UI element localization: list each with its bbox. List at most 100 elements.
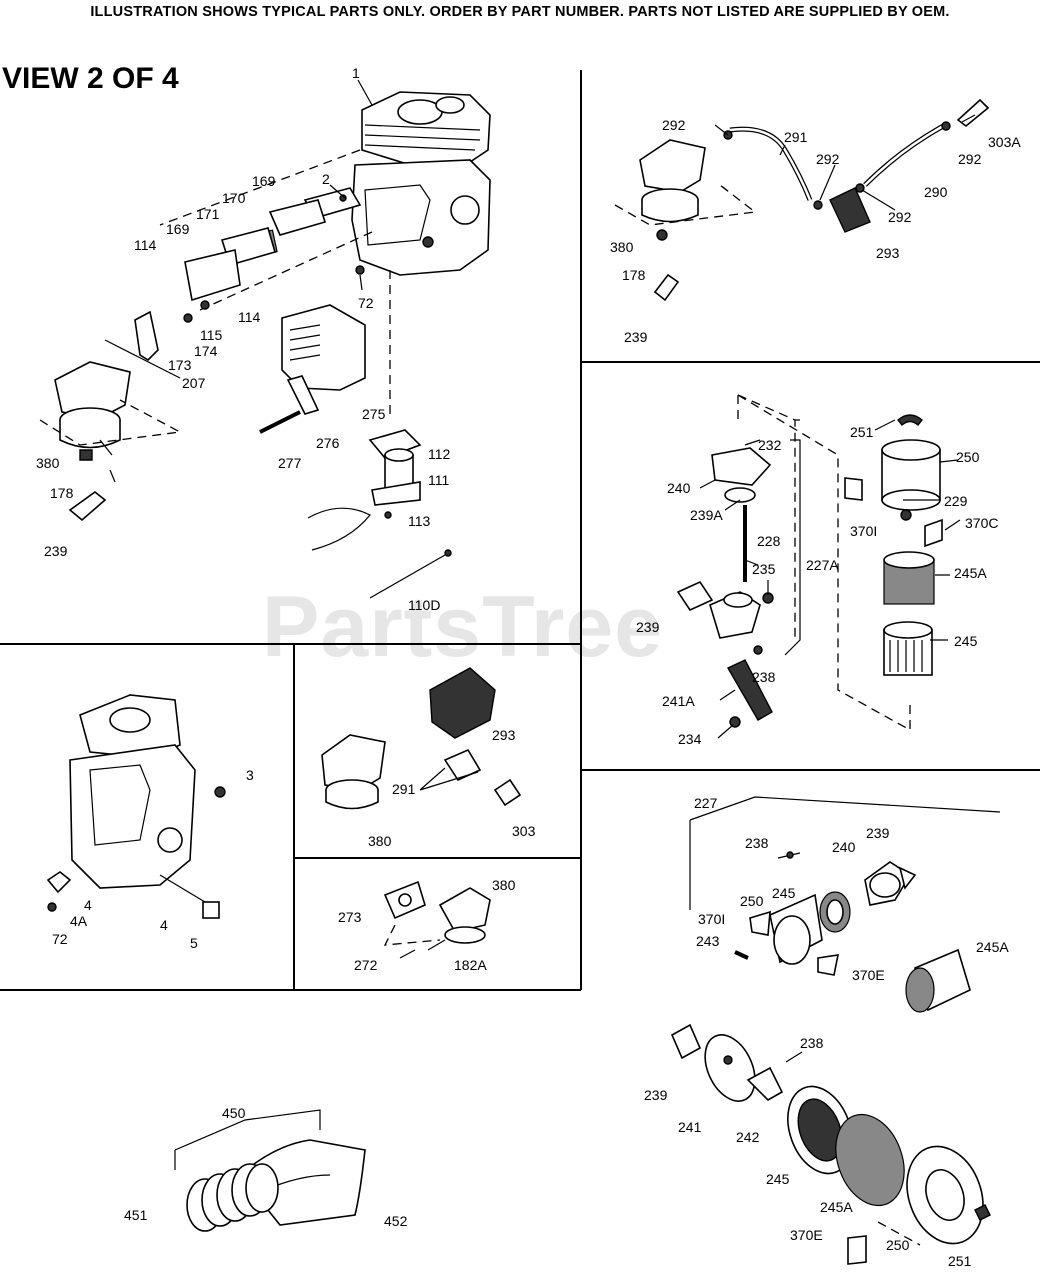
label-292-c: 292: [958, 151, 982, 167]
label-451: 451: [124, 1207, 148, 1223]
label-170: 170: [222, 190, 246, 206]
label-250: 250: [740, 893, 764, 909]
air-cleaner-vertical-drawing: [676, 394, 943, 732]
label-245: 245: [766, 1171, 790, 1187]
air-cleaner-side-drawing: [689, 796, 1001, 1013]
label-178: 178: [622, 267, 646, 283]
label-251: 251: [948, 1253, 972, 1269]
label-207: 207: [182, 375, 206, 391]
label-370i: 370I: [850, 523, 878, 539]
label-171: 171: [196, 206, 220, 222]
label-245: 245: [954, 633, 978, 649]
boot-drawing: [174, 1109, 366, 1232]
label-227: 227: [694, 795, 718, 811]
label-229: 229: [944, 493, 968, 509]
label-380: 380: [610, 239, 634, 255]
label-370e: 370E: [852, 967, 885, 983]
label-2: 2: [322, 171, 330, 187]
label-238: 238: [800, 1035, 824, 1051]
label-239: 239: [624, 329, 648, 345]
label-452: 452: [384, 1213, 408, 1229]
label-72: 72: [52, 931, 68, 947]
label-272: 272: [354, 957, 378, 973]
header-note: ILLUSTRATION SHOWS TYPICAL PARTS ONLY. O…: [90, 4, 950, 20]
label-273: 273: [338, 909, 362, 925]
label-370i: 370I: [698, 911, 726, 927]
label-241a: 241A: [662, 693, 695, 709]
label-243: 243: [696, 933, 720, 949]
label-370c: 370C: [965, 515, 999, 531]
label-241: 241: [678, 1119, 702, 1135]
label-239: 239: [636, 619, 660, 635]
label-276: 276: [316, 435, 340, 451]
label-113: 113: [408, 513, 431, 529]
label-239: 239: [44, 543, 68, 559]
label-238: 238: [745, 835, 769, 851]
label-232: 232: [758, 437, 782, 453]
leader-lines: [99, 79, 976, 739]
label-242: 242: [736, 1129, 760, 1145]
label-277: 277: [278, 455, 302, 471]
label-72: 72: [358, 295, 374, 311]
label-169-a: 169: [252, 173, 276, 189]
label-291: 291: [784, 129, 808, 145]
label-4-a: 4: [84, 897, 92, 913]
label-111: 111: [428, 472, 450, 488]
label-303a: 303A: [988, 134, 1021, 150]
label-450: 450: [222, 1105, 246, 1121]
label-250: 250: [886, 1237, 910, 1253]
label-112: 112: [428, 446, 451, 462]
label-1: 1: [352, 65, 360, 81]
view-title: VIEW 2 OF 4: [2, 62, 179, 95]
label-4-b: 4: [160, 917, 168, 933]
label-5: 5: [190, 935, 198, 951]
label-173: 173: [168, 357, 192, 373]
label-238: 238: [752, 669, 776, 685]
label-245a: 245A: [820, 1199, 853, 1215]
label-182a: 182A: [454, 957, 487, 973]
label-172: 114: [134, 237, 157, 253]
label-245a: 245A: [976, 939, 1009, 955]
label-303: 303: [512, 823, 536, 839]
label-169-b: 169: [166, 221, 190, 237]
carb-adapter-drawing: [383, 880, 491, 959]
label-234: 234: [678, 731, 702, 747]
label-239: 239: [644, 1087, 668, 1103]
label-290: 290: [924, 184, 948, 200]
label-239a: 239A: [690, 507, 723, 523]
label-245: 245: [772, 885, 796, 901]
label-178: 178: [50, 485, 74, 501]
label-3: 3: [246, 767, 254, 783]
label-380: 380: [368, 833, 392, 849]
label-228: 228: [757, 533, 781, 549]
label-293: 293: [876, 245, 900, 261]
label-114: 114: [238, 309, 261, 325]
watermark: PartsTree: [262, 579, 664, 675]
label-235: 235: [752, 561, 776, 577]
engine-main-drawing: [39, 91, 491, 599]
label-250: 250: [956, 449, 980, 465]
label-380: 380: [36, 455, 60, 471]
label-293: 293: [492, 727, 516, 743]
label-291: 291: [392, 781, 416, 797]
label-174: 174: [194, 343, 218, 359]
label-245a: 245A: [954, 565, 987, 581]
label-370e: 370E: [790, 1227, 823, 1243]
label-240: 240: [832, 839, 856, 855]
label-292-b: 292: [816, 151, 840, 167]
label-240: 240: [667, 480, 691, 496]
label-4a: 4A: [70, 913, 88, 929]
label-115: 115: [200, 327, 223, 343]
label-292-d: 292: [888, 209, 912, 225]
label-251: 251: [850, 424, 874, 440]
air-cleaner-round-drawing: [670, 1023, 991, 1265]
label-239: 239: [866, 825, 890, 841]
label-275: 275: [362, 406, 386, 422]
carb-pump-drawing: [321, 667, 522, 810]
label-292-a: 292: [662, 117, 686, 133]
panel-frames: [0, 70, 1040, 991]
label-380: 380: [492, 877, 516, 893]
label-110d: 110D: [408, 597, 441, 613]
label-227a: 227A: [806, 557, 839, 573]
